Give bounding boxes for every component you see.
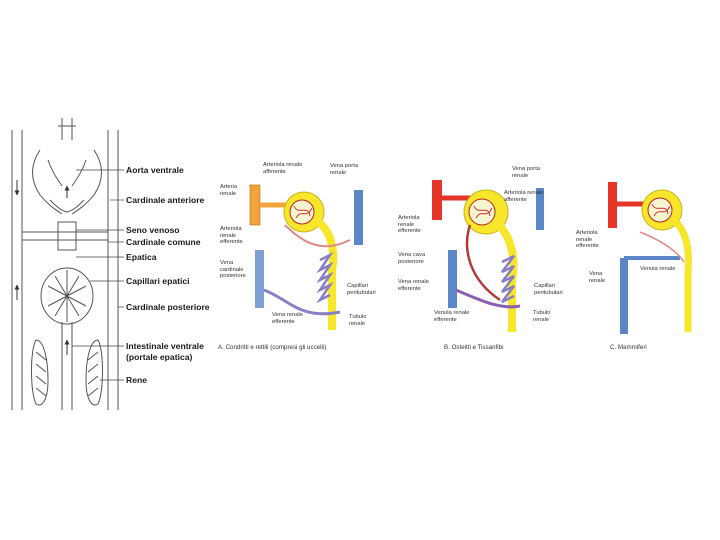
label-seno-venoso: Seno venoso [126,226,179,235]
label-cardinale-posteriore: Cardinale posteriore [126,303,210,312]
panel-b-label-vena-cava: Vena cava posteriore [398,252,436,265]
panel-c-label-vena-renale: Vena renale [589,271,617,284]
panel-b-label-tubulo: Tubulo renale [533,310,563,323]
panel-c-diagram [608,182,689,334]
label-aorta-ventrale: Aorta ventrale [126,166,184,175]
panel-c-label-arteriola-efferente: Arteriola renale efferente [576,230,610,250]
panel-a-diagram [250,185,363,330]
label-capillari-epatici: Capillari epatici [126,277,190,286]
panel-a-label-tubulo: Tubulo renale [349,314,379,327]
panel-a-label-vena-porta: Vena porta renale [330,163,370,176]
label-portale-epatica: (portale epatica) [126,353,192,362]
panel-a-label-capillari: Capillari peritubulari [347,283,385,296]
panel-b-label-arteriola-afferente: Arteriola renale afferente [504,190,554,203]
label-cardinale-anteriore: Cardinale anteriore [126,196,204,205]
panel-b-label-arteriola-efferente: Arteriola renale efferente [398,215,432,235]
label-rene: Rene [126,376,147,385]
circulation-schematic [12,118,124,410]
panel-a-label-arteria-renale: Arteria renale [220,184,250,197]
panel-a-label-arteriola-efferente: Arteriola renale efferente [220,226,254,246]
panel-b-label-vena-renale-efferente: Vena renale efferente [398,279,446,292]
panel-a-label-vena-efferente: Vena renale efferente [272,312,316,325]
panel-a-caption: A. Condritti e rettili (compresi gli ucc… [218,345,326,351]
panel-c-caption: C. Mammiferi [610,345,647,351]
panel-a-label-arteriola-afferente: Arteriola renale afferente [263,162,323,175]
panel-b-label-capillari: Capillari peritubulari [534,283,572,296]
label-intestinale-ventrale: Intestinale ventrale [126,342,204,351]
panel-c-label-venula-renale: Venula renale [640,266,690,273]
label-cardinale-comune: Cardinale comune [126,238,201,247]
panel-a-label-vena-cardinale: Vena cardinale posteriore [220,260,254,280]
panel-b-caption: B. Osteitti e Tissanfibi [444,345,504,351]
label-epatica: Epatica [126,253,157,262]
panel-b-label-vena-porta: Vena porta renale [512,166,552,179]
panel-b-label-venula-efferente: Venula renale efferente [434,310,484,323]
